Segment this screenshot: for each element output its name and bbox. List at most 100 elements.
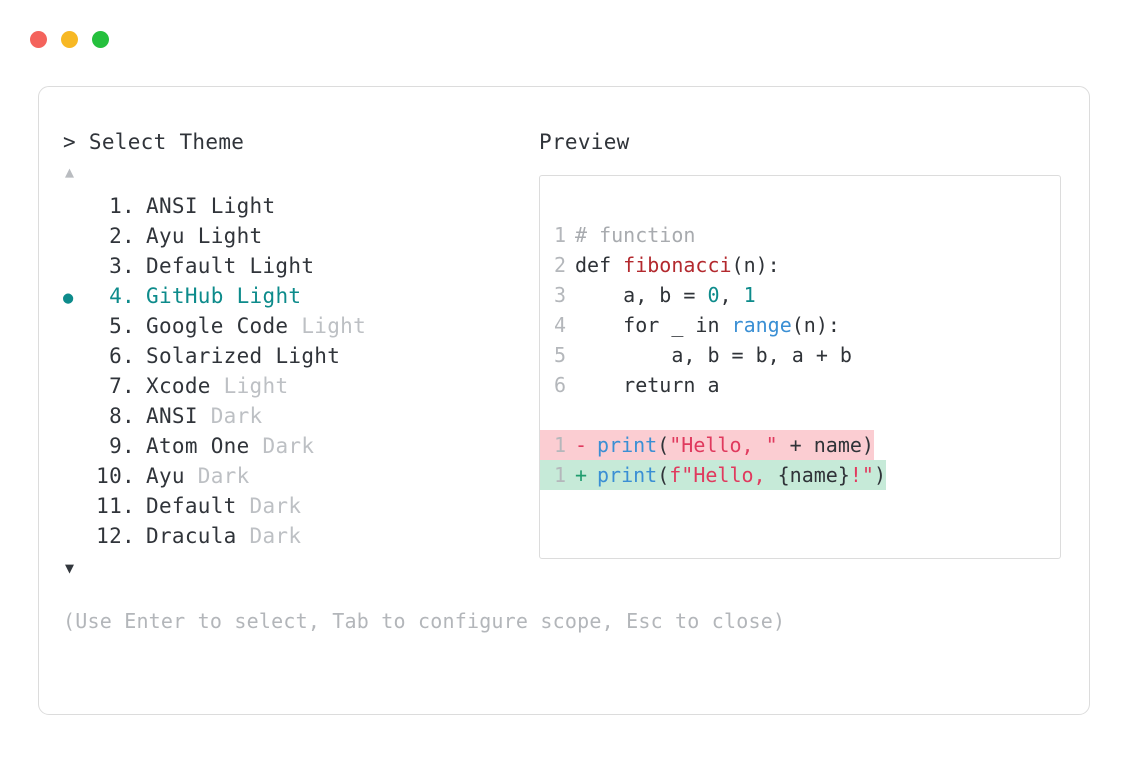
theme-item-number: 6. <box>109 344 135 368</box>
theme-list-item[interactable]: ●11.Default Dark <box>63 493 533 523</box>
theme-item-variant: Light <box>236 284 302 308</box>
line-number: 3 <box>553 283 566 307</box>
bullet-placeholder: ● <box>63 403 89 433</box>
code-token: (n): <box>731 253 780 277</box>
theme-item-variant: Light <box>197 224 263 248</box>
theme-item-name: Google Code <box>146 314 302 338</box>
theme-item-variant: Light <box>223 374 289 398</box>
bullet-placeholder: ● <box>63 313 89 343</box>
code-token: # function <box>575 223 696 247</box>
diff-sample: 1-print("Hello, " + name)1+print(f"Hello… <box>540 430 1060 490</box>
bullet-placeholder: ● <box>63 343 89 373</box>
theme-list-item[interactable]: ● 4. GitHub Light <box>63 283 533 313</box>
theme-item-name: ANSI <box>146 404 211 428</box>
line-number: 6 <box>553 373 566 397</box>
code-token: return a <box>575 373 720 397</box>
theme-list[interactable]: ●1.ANSI Light●2.Ayu Light●3.Default Ligh… <box>63 193 533 553</box>
bullet-placeholder: ● <box>63 193 89 223</box>
theme-selector-column: > Select Theme ▲ ●1.ANSI Light●2.Ayu Lig… <box>63 129 786 633</box>
select-theme-prompt: > Select Theme <box>63 130 245 154</box>
line-number: 2 <box>553 253 566 277</box>
code-token: "Hello, " <box>669 433 778 457</box>
theme-list-item[interactable]: ●1.ANSI Light <box>63 193 533 223</box>
diff-added-line: 1+print(f"Hello, {name}!") <box>540 460 1060 490</box>
code-line: 2 def fibonacci(n): <box>540 250 1060 280</box>
window-traffic-lights <box>30 31 109 48</box>
theme-item-number: 5. <box>109 314 135 338</box>
theme-list-item[interactable]: ●8.ANSI Dark <box>63 403 533 433</box>
theme-item-variant: Light <box>301 314 367 338</box>
selected-bullet-icon: ● <box>63 288 74 308</box>
code-token: ) <box>873 463 887 487</box>
bullet-placeholder: ● <box>63 493 89 523</box>
code-line-text: # function <box>575 220 695 250</box>
code-token: ( <box>657 463 670 487</box>
theme-item-name: Default <box>146 494 250 518</box>
theme-item-variant: Dark <box>210 404 263 428</box>
code-token: for _ in <box>575 313 732 337</box>
code-token: fibonacci <box>623 253 732 277</box>
theme-list-item[interactable]: ●12.Dracula Dark <box>63 523 533 553</box>
code-token: print <box>597 463 658 487</box>
code-line-text: a, b = 0, 1 <box>575 280 756 310</box>
theme-item-number: 4. <box>109 284 135 308</box>
theme-list-item[interactable]: ●6.Solarized Light <box>63 343 533 373</box>
close-window-button[interactable] <box>30 31 47 48</box>
theme-list-item[interactable]: ●7.Xcode Light <box>63 373 533 403</box>
theme-item-variant: Light <box>210 194 276 218</box>
code-token: 0 <box>707 283 720 307</box>
code-token: ( <box>657 433 670 457</box>
preview-label: Preview <box>539 130 630 154</box>
bullet-placeholder: ● <box>63 253 89 283</box>
code-token: , <box>719 283 744 307</box>
minimize-window-button[interactable] <box>61 31 78 48</box>
theme-list-item[interactable]: ● 5. Google Code Light <box>63 313 533 343</box>
code-token: 1 <box>743 283 756 307</box>
bullet-placeholder: ● <box>63 433 89 463</box>
code-token: + name) <box>777 433 874 457</box>
theme-list-item[interactable]: ●10.Ayu Dark <box>63 463 533 493</box>
code-line: 3 a, b = 0, 1 <box>540 280 1060 310</box>
scroll-down-arrow-icon[interactable]: ▼ <box>65 559 75 577</box>
maximize-window-button[interactable] <box>92 31 109 48</box>
code-line: 4 for _ in range(n): <box>540 310 1060 340</box>
theme-item-number: 2. <box>109 224 135 248</box>
scroll-up-arrow-icon[interactable]: ▲ <box>65 163 75 181</box>
bullet-placeholder: ● <box>63 523 89 553</box>
code-line-text: def fibonacci(n): <box>575 250 780 280</box>
theme-item-name: GitHub <box>146 284 237 308</box>
code-line: 1# function <box>540 220 1060 250</box>
bullet-placeholder: ● <box>63 373 89 403</box>
theme-item-name: Default <box>146 254 250 278</box>
theme-list-item[interactable]: ●3.Default Light <box>63 253 533 283</box>
code-line-text: a, b = b, a + b <box>575 340 852 370</box>
code-token: !" <box>849 463 874 487</box>
theme-picker-card: > Select Theme ▲ ●1.ANSI Light●2.Ayu Lig… <box>38 86 1090 715</box>
bullet-placeholder: ● <box>63 223 89 253</box>
theme-list-item[interactable]: ●2.Ayu Light <box>63 223 533 253</box>
theme-list-item[interactable]: ●9.Atom One Dark <box>63 433 533 463</box>
line-number: 5 <box>553 343 566 367</box>
theme-item-name: Ayu <box>146 464 198 488</box>
keyboard-hint-text: (Use Enter to select, Tab to configure s… <box>63 609 786 633</box>
code-line: 6 return a <box>540 370 1060 400</box>
code-token: (n): <box>791 313 840 337</box>
theme-item-number: 7. <box>109 374 135 398</box>
code-token: a, b = b, a + b <box>575 343 852 367</box>
diff-highlight: 1-print("Hello, " + name) <box>540 430 874 460</box>
theme-item-number: 9. <box>109 434 135 458</box>
theme-item-variant: Dark <box>249 494 302 518</box>
code-token: {name} <box>777 463 850 487</box>
diff-highlight: 1+print(f"Hello, {name}!") <box>540 460 887 490</box>
theme-item-number: 10. <box>96 464 135 488</box>
theme-item-variant: Dark <box>249 524 302 548</box>
theme-item-number: 3. <box>109 254 135 278</box>
theme-item-variant: Dark <box>197 464 250 488</box>
diff-line-text: print(f"Hello, {name}!") <box>597 460 886 490</box>
theme-item-name: ANSI <box>146 194 211 218</box>
code-token: range <box>731 313 792 337</box>
theme-item-name: Dracula <box>146 524 250 548</box>
code-token: a, b = <box>575 283 708 307</box>
